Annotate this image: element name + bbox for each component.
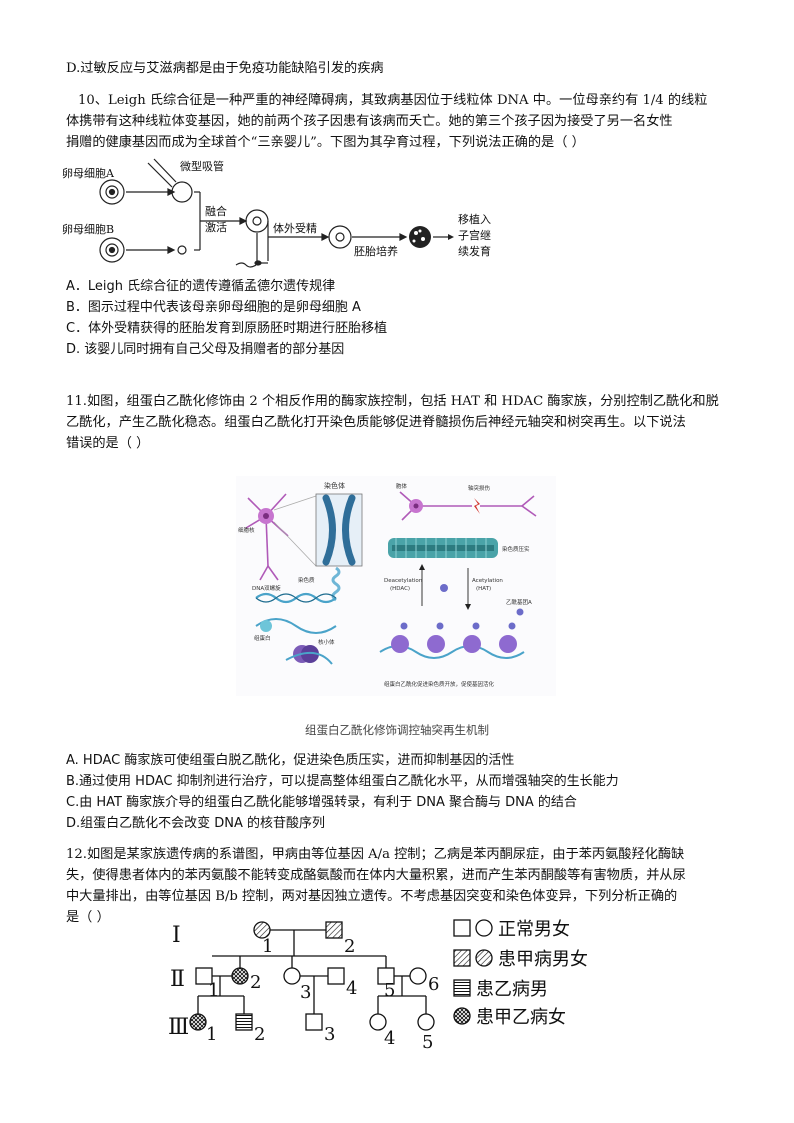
gen-3-label: Ⅲ	[168, 1015, 189, 1040]
q12-stem-line-3: 中大量排出，由等位基因 B/b 控制，两对基因独立遗传。不考虑基因突变和染色体变…	[66, 889, 678, 904]
hat-label: (HAT)	[476, 586, 491, 592]
legend-a-female	[475, 949, 493, 967]
II-2-number: 2	[250, 972, 261, 993]
legend-a-text: 患甲病男女	[498, 949, 588, 970]
III-5	[417, 1013, 435, 1031]
chromosome-box	[315, 493, 363, 567]
legend-normal-male	[453, 919, 471, 937]
II-4	[327, 967, 345, 985]
egg-b-label: 卵母细胞B	[62, 223, 114, 236]
q9-option-d: D.过敏反应与艾滋病都是由于免疫功能缺陷引发的疾病	[66, 61, 384, 76]
I-2-number: 2	[344, 936, 355, 957]
nucleosome-label: 核小体	[318, 638, 335, 646]
ivf-label: 体外受精	[273, 221, 317, 235]
gen-2-label: Ⅱ	[170, 967, 185, 992]
deacetylation-label: Deacetylation	[384, 578, 423, 584]
acetyl-group-label: 乙酰基团A	[506, 598, 532, 606]
q10-stem-line-3: 捐赠的健康基因而成为全球首个“三亲婴儿”。下图为其孕育过程，下列说法正确的是（ …	[66, 135, 585, 150]
III-3	[305, 1013, 323, 1031]
q10-option-c: C．体外受精获得的胚胎发育到原肠胚时期进行胚胎移植	[66, 321, 388, 336]
q11-option-c: C.由 HAT 酶家族介导的组蛋白乙酰化能够增强转录，有利于 DNA 聚合酶与 …	[66, 795, 577, 810]
q10-ivf-diagram: 卵母细胞A 卵母细胞B 微型吸管 融合 激活 体外受精 胚胎培养 移植入 子宫继…	[62, 158, 491, 268]
q10-option-a: A．Leigh 氏综合征的遗传遵循孟德尔遗传规律	[66, 279, 336, 294]
q11-figure-caption: 组蛋白乙酰化修饰调控轴突再生机制	[305, 723, 489, 737]
histone-label: 组蛋白	[254, 634, 271, 642]
chromatin-label: 染色质	[298, 576, 315, 584]
axon-injury-label: 轴突损伤	[468, 484, 491, 492]
q12-stem-line-2: 失，使得患者体内的苯丙氨酸不能转变成酪氨酸而在体内大量积累，进而产生苯丙酮酸等有…	[66, 868, 686, 883]
zygote	[328, 225, 352, 249]
q10-option-d: D. 该婴儿同时拥有自己父母及捐赠者的部分基因	[66, 342, 345, 357]
II-3	[283, 967, 301, 985]
q12-stem-line-4: 是（ ）	[66, 910, 110, 925]
q12-stem-line-1: 12.如图是某家族遗传病的系谱图，甲病由等位基因 A/a 控制；乙病是苯丙酮尿症…	[66, 847, 685, 862]
q11-stem-line-1: 11.如图，组蛋白乙酰化修饰由 2 个相反作用的酶家族控制，包括 HAT 和 H…	[66, 394, 719, 409]
nucleosome-icon	[285, 645, 333, 665]
compact-label: 染色质压实	[502, 545, 530, 553]
egg-b-cell	[99, 237, 125, 263]
I-2	[325, 921, 343, 939]
culture-label: 胚胎培养	[354, 244, 398, 258]
gen-1-label: I	[172, 923, 181, 948]
fused-cell	[245, 209, 269, 233]
II-6-number: 6	[428, 974, 439, 995]
q11-histone-diagram: 细胞核 染色体 染色质 DNA双螺旋 组蛋白 核小体 胞体 轴突损伤 染色质压实	[236, 476, 556, 696]
legend-normal-female	[475, 919, 493, 937]
III-3-number: 3	[324, 1024, 335, 1045]
q11-stem-line-3: 错误的是（ ）	[66, 436, 150, 451]
I-1-number: 1	[262, 936, 273, 957]
q10-stem-line-1: 10、Leigh 氏综合征是一种严重的神经障碍病，其致病基因位于线粒体 DNA …	[78, 93, 708, 108]
sperm-icon	[235, 262, 257, 268]
legend-both-female	[453, 1007, 471, 1025]
III-2	[235, 1013, 253, 1031]
III-1-number: 1	[206, 1024, 217, 1045]
pipette-label: 微型吸管	[180, 159, 224, 173]
egg-a-cell	[99, 179, 125, 205]
II-4-number: 4	[346, 978, 357, 999]
bottom-note: 组蛋白乙酰化促进染色质开放，促使基因活化	[384, 680, 495, 688]
III-1	[189, 1013, 207, 1031]
III-5-number: 5	[422, 1032, 433, 1052]
acetylation-label: Acetylation	[472, 578, 503, 584]
transfer-label-3: 续发育	[458, 244, 491, 258]
open-nucleosomes	[391, 608, 524, 653]
III-2-number: 2	[254, 1024, 265, 1045]
II-2	[231, 967, 249, 985]
fuse-label-1: 融合	[205, 204, 227, 218]
transfer-label-1: 移植入	[458, 212, 491, 226]
q10-option-b: B．图示过程中代表该母亲卵母细胞的是卵母细胞 A	[66, 300, 361, 315]
transfer-label-2: 子宫继	[458, 228, 491, 242]
chromatin-coil	[331, 566, 341, 602]
q11-option-b: B.通过使用 HDAC 抑制剂进行治疗，可以提高整体组蛋白乙酰化水平，从而增强轴…	[66, 774, 619, 789]
legend-b-text: 患乙病男	[476, 979, 548, 1000]
legend-b-male	[453, 979, 471, 997]
q10-stem-line-2: 体携带有这种线粒体变基因，她的前两个孩子因患有该病而夭亡。她的第三个孩子因为接受…	[66, 114, 673, 129]
egg-a-label: 卵母细胞A	[62, 167, 115, 180]
q11-option-a: A. HDAC 酶家族可使组蛋白脱乙酰化，促进染色质压实，进而抑制基因的活性	[66, 753, 515, 768]
III-4	[369, 1013, 387, 1031]
legend-normal-text: 正常男女	[498, 919, 570, 940]
legend-a-male	[453, 949, 471, 967]
compact-chromatin	[388, 538, 498, 558]
fuse-label-2: 激活	[205, 220, 227, 234]
embryo-icon	[409, 226, 431, 248]
II-1-number: 1	[208, 980, 219, 1001]
injury-icon	[474, 498, 480, 514]
II-5-number: 5	[384, 980, 395, 1001]
micropipette	[147, 162, 173, 188]
cell-body-label: 细胞核	[238, 526, 255, 534]
q11-option-d: D.组蛋白乙酰化不会改变 DNA 的核苷酸序列	[66, 816, 326, 831]
III-4-number: 4	[384, 1028, 395, 1049]
hdac-label: (HDAC)	[390, 586, 410, 592]
II-3-number: 3	[300, 982, 311, 1003]
q12-pedigree: I Ⅱ Ⅲ	[168, 919, 588, 1052]
dna-helix-label: DNA双螺旋	[252, 584, 281, 592]
q11-stem-line-2: 乙酰化，产生乙酰化稳态。组蛋白乙酰化打开染色质能够促进脊髓损伤后神经元轴突和树突…	[66, 415, 686, 430]
legend-both-text: 患甲乙病女	[476, 1007, 566, 1028]
chromosome-label: 染色体	[324, 481, 345, 490]
II-6	[409, 967, 427, 985]
soma-label: 胞体	[396, 482, 408, 490]
